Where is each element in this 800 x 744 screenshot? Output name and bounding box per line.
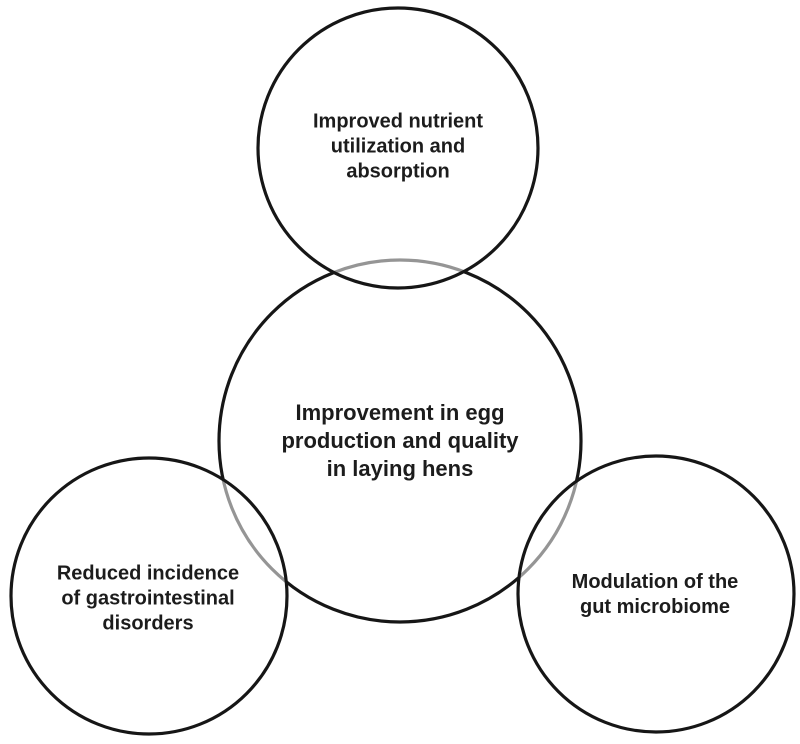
- bottom-left-circle-label: Reduced incidence of gastrointestinal di…: [56, 562, 240, 635]
- bottom-right-circle-label: Modulation of the gut microbiome: [571, 571, 739, 618]
- center-circle-label: Improvement in egg production and qualit…: [281, 400, 519, 481]
- top-circle-label: Improved nutrient utilization and absorp…: [312, 110, 483, 183]
- bottom-left-circle: [9, 456, 289, 736]
- bottom-right-circle: [516, 454, 796, 734]
- top-circle: [256, 6, 540, 290]
